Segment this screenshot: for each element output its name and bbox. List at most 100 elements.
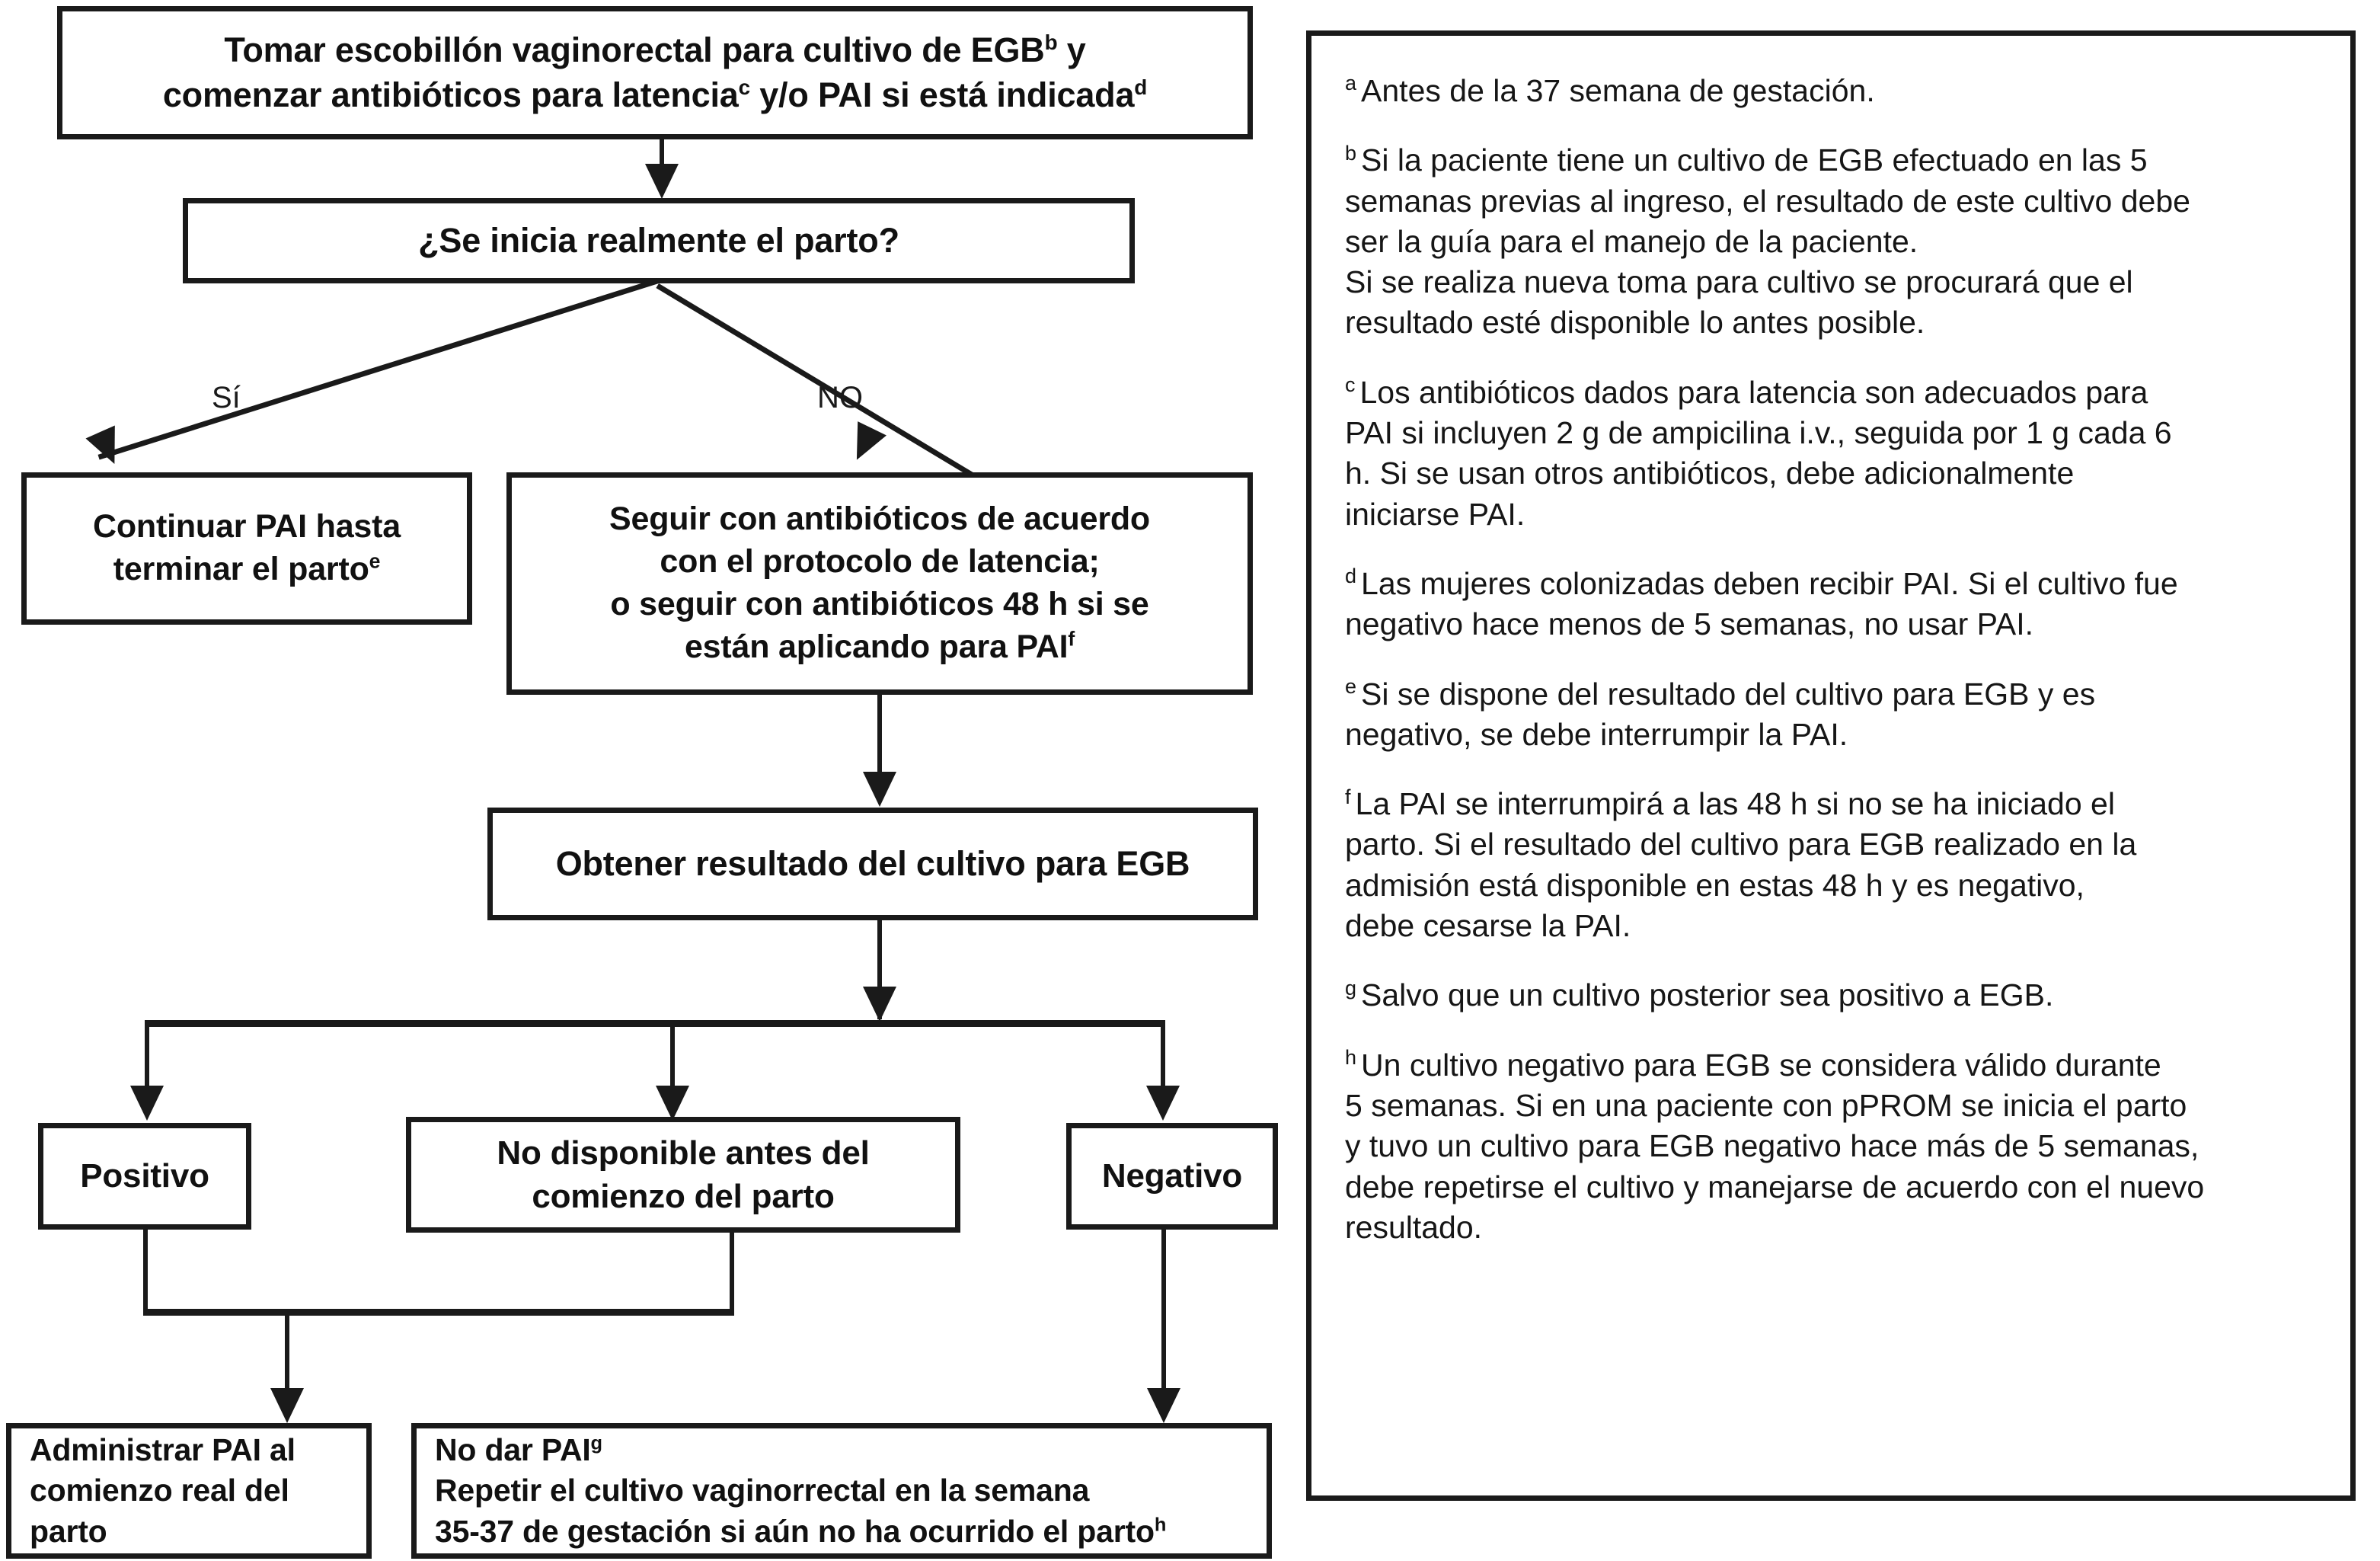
swab-sup-b: b — [1044, 30, 1058, 54]
continue-pai-sup-e: e — [369, 549, 381, 573]
footnote-marker-b: b — [1345, 141, 1357, 165]
footnote-c-line-1: Los antibióticos dados para latencia son… — [1359, 374, 2148, 410]
connector-bus-to-negative — [1161, 1020, 1165, 1096]
arrowhead-yes — [85, 425, 129, 471]
footnote-e-line-1: Si se dispone del resultado del cultivo … — [1361, 676, 2096, 712]
node-result-negative: Negativo — [1066, 1123, 1278, 1230]
na-line2: comienzo del parto — [532, 1178, 835, 1215]
footnote-marker-e: e — [1345, 674, 1357, 698]
node-administer-pai: Administrar PAI al comienzo real del par… — [6, 1423, 372, 1559]
footnote-b-line-2: semanas previas al ingreso, el resultado… — [1345, 183, 2190, 219]
footnote-c-line-4: iniciarse PAI. — [1345, 496, 1525, 532]
node-continue-pai: Continuar PAI hasta terminar el partoe — [21, 472, 472, 625]
swab-line1b: y — [1057, 30, 1086, 69]
footnote-b-line-4: Si se realiza nueva toma para cultivo se… — [1345, 264, 2133, 300]
node-result-negative-label: Negativo — [1101, 1157, 1243, 1195]
footnote-b-line-3: ser la guía para el manejo de la pacient… — [1345, 223, 1918, 259]
node-no-pai-repeat-culture-label: No dar PAIg Repetir el cultivo vaginorre… — [417, 1430, 1267, 1552]
node-continue-antibiotics-label: Seguir con antibióticos de acuerdo con e… — [512, 498, 1248, 669]
footnote-marker-a: a — [1345, 72, 1357, 95]
footnote-c-line-2: PAI si incluyen 2 g de ampicilina i.v., … — [1345, 415, 2172, 451]
arrowhead-to-no-pai — [1147, 1388, 1180, 1423]
connector-negative-down — [1161, 1230, 1166, 1403]
node-no-pai-repeat-culture: No dar PAIg Repetir el cultivo vaginorre… — [411, 1423, 1272, 1559]
edge-label-yes: Sí — [212, 381, 241, 414]
footnote-f-line-4: debe cesarse la PAI. — [1345, 908, 1631, 944]
footnote-f-line-2: parto. Si el resultado del cultivo para … — [1345, 827, 2137, 862]
footnote-d-line-2: negativo hace menos de 5 semanas, no usa… — [1345, 606, 2034, 642]
arrowhead-swab-to-decision — [645, 164, 679, 199]
node-continue-antibiotics: Seguir con antibióticos de acuerdo con e… — [506, 472, 1253, 695]
node-result-positive: Positivo — [38, 1123, 251, 1230]
node-result-not-available: No disponible antes del comienzo del par… — [406, 1117, 960, 1233]
connector-abx-to-culture — [877, 695, 882, 794]
arrowhead-to-not-available — [656, 1086, 689, 1121]
abx-sup-f: f — [1068, 627, 1075, 651]
node-decision-labor-started: ¿Se inicia realmente el parto? — [183, 198, 1135, 283]
abx-line2: con el protocolo de latencia; — [660, 543, 1100, 581]
footnote-h-line-3: y tuvo un cultivo para EGB negativo hace… — [1345, 1128, 2200, 1164]
arrowhead-to-negative — [1146, 1086, 1180, 1121]
footnote-e-line-2: negativo, se debe interrumpir la PAI. — [1345, 716, 1848, 752]
abx-line1: Seguir con antibióticos de acuerdo — [609, 501, 1150, 538]
no-pai-sup-h: h — [1154, 1513, 1167, 1535]
footnote-marker-c: c — [1345, 373, 1356, 397]
node-decision-label: ¿Se inicia realmente el parto? — [418, 220, 899, 260]
swab-line2b: y/o PAI si está indicada — [749, 75, 1135, 114]
node-take-swab-label: Tomar escobillón vaginorectal para culti… — [62, 28, 1248, 117]
footnote-marker-d: d — [1345, 565, 1357, 588]
swab-line1: Tomar escobillón vaginorectal para culti… — [224, 30, 1045, 69]
connector-not-available-down — [730, 1233, 734, 1315]
footnote-f-line-3: admisión está disponible en estas 48 h y… — [1345, 867, 2084, 903]
abx-line3: o seguir con antibióticos 48 h si se — [610, 586, 1149, 622]
connector-bus-to-positive — [145, 1020, 149, 1096]
footnote-h-line-2: 5 semanas. Si en una paciente con pPROM … — [1345, 1087, 2187, 1123]
give-pai-line2: comienzo real del — [30, 1473, 289, 1508]
footnote-h-line-4: debe repetirse el cultivo y manejarse de… — [1345, 1169, 2205, 1204]
give-pai-line3: parto — [30, 1513, 107, 1549]
swab-line2: comenzar antibióticos para latencia — [162, 75, 739, 114]
footnote-marker-f: f — [1345, 785, 1351, 808]
footnote-marker-h: h — [1345, 1045, 1357, 1069]
connector-positive-down — [143, 1230, 148, 1315]
na-line1: No disponible antes del — [497, 1134, 870, 1172]
split-bus-culture-results — [145, 1020, 1165, 1027]
no-pai-line1: No dar PAI — [435, 1432, 591, 1468]
node-take-swab: Tomar escobillón vaginorectal para culti… — [57, 6, 1253, 139]
footnote-f-line-1: La PAI se interrumpirá a las 48 h si no … — [1355, 786, 2115, 822]
edge-label-no: NO — [817, 381, 863, 414]
node-obtain-culture-label: Obtener resultado del cultivo para EGB — [555, 843, 1190, 883]
arrowhead-abx-to-culture — [863, 772, 896, 807]
footnote-h-line-1: Un cultivo negativo para EGB se consider… — [1361, 1047, 2161, 1083]
continue-pai-line1: Continuar PAI hasta — [93, 508, 401, 545]
swab-sup-c: c — [738, 75, 751, 99]
footnote-c-line-3: h. Si se usan otros antibióticos, debe a… — [1345, 456, 2075, 491]
node-obtain-culture: Obtener resultado del cultivo para EGB — [487, 808, 1258, 920]
node-administer-pai-label: Administrar PAI al comienzo real del par… — [11, 1430, 366, 1552]
continue-pai-line2: terminar el parto — [113, 551, 369, 587]
no-pai-sup-g: g — [590, 1432, 603, 1454]
connector-bus-to-not-available — [670, 1020, 675, 1096]
arrowhead-to-give-pai — [270, 1388, 304, 1423]
no-pai-line2: Repetir el cultivo vaginorrectal en la s… — [435, 1473, 1090, 1508]
footnote-b-line-1: Si la paciente tiene un cultivo de EGB e… — [1361, 142, 2148, 178]
arrowhead-to-positive — [130, 1086, 164, 1121]
footnote-d-line-1: Las mujeres colonizadas deben recibir PA… — [1361, 565, 2178, 601]
node-continue-pai-label: Continuar PAI hasta terminar el partoe — [27, 506, 467, 591]
no-pai-line3: 35-37 de gestación si aún no ha ocurrido… — [435, 1513, 1155, 1549]
swab-sup-d: d — [1134, 75, 1148, 99]
connector-culture-to-bus — [877, 920, 882, 1019]
footnote-h-line-5: resultado. — [1345, 1209, 1483, 1245]
footnote-a-line-1: Antes de la 37 semana de gestación. — [1361, 73, 1875, 108]
node-result-not-available-label: No disponible antes del comienzo del par… — [411, 1131, 955, 1218]
merge-bus-positive-not-available — [143, 1309, 734, 1316]
